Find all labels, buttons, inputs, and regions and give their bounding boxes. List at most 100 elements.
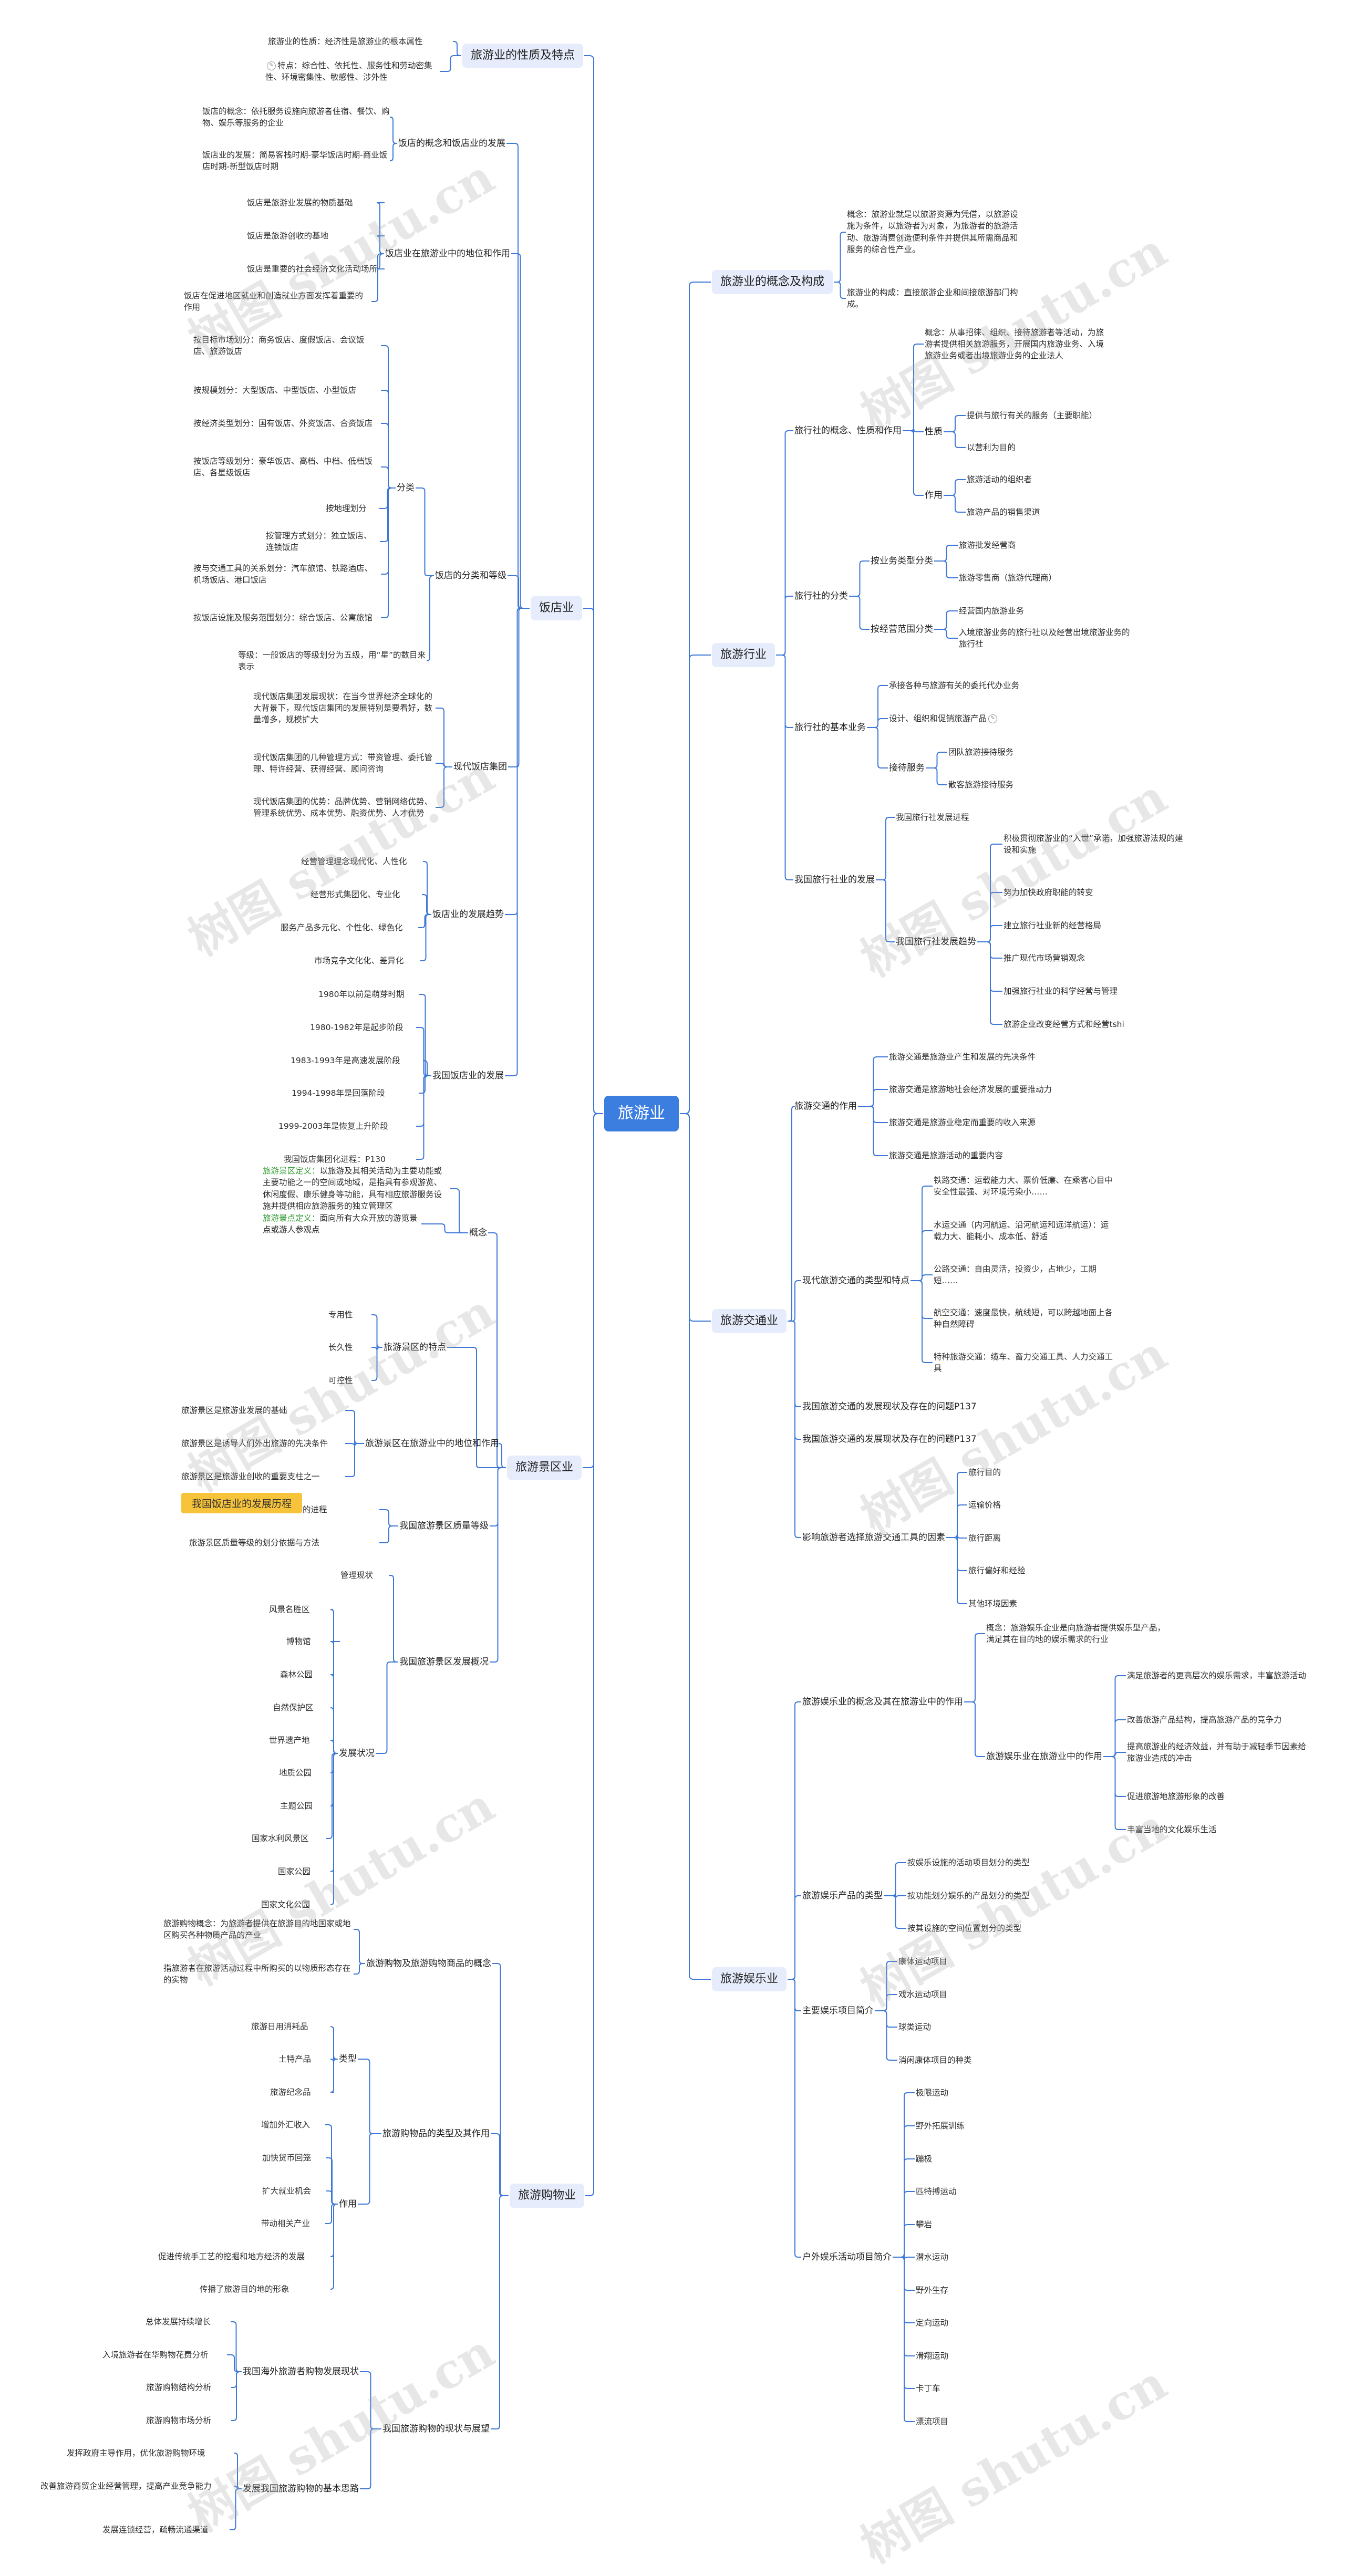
topic-l3a1[interactable]: 旅游景区定义：以旅游及其相关活动为主要功能或主要功能之一的空间或地域，是指具有参…: [263, 1165, 449, 1212]
topic-l2f2[interactable]: 1980-1982年是起步阶段: [310, 1022, 415, 1033]
topic-r4d[interactable]: 户外娱乐活动项目简介: [802, 2251, 892, 2264]
root-topic-root[interactable]: 旅游业: [604, 1096, 679, 1131]
topic-l3c[interactable]: 旅游景区在旅游业中的地位和作用: [365, 1437, 499, 1450]
topic-r2c1[interactable]: 承接各种与旅游有关的委托代办业务: [889, 680, 1057, 691]
topic-r2b2b[interactable]: 入境旅游业务的旅行社以及经营出境旅游业务的旅行社: [959, 627, 1137, 650]
topic-l4b[interactable]: 旅游购物品的类型及其作用: [382, 2127, 490, 2141]
topic-l4a1[interactable]: 旅游购物概念：为旅游者提供在旅游目的地国家或地区购买各种物质产品的产业: [163, 1918, 353, 1941]
branch-topic-l2[interactable]: 饭店业: [531, 596, 583, 620]
topic-l4b2e[interactable]: 促进传统手工艺的挖掘和地方经济的发展: [158, 2251, 332, 2262]
topic-l4b2d[interactable]: 带动相关产业: [261, 2218, 324, 2229]
branch-topic-r2[interactable]: 旅游行业: [712, 643, 775, 667]
topic-l4c1d[interactable]: 旅游购物市场分析: [146, 2415, 230, 2426]
topic-l2d[interactable]: 现代饭店集团: [453, 761, 507, 774]
topic-r3d[interactable]: 我国旅游交通的发展现状及存在的问题P137: [802, 1433, 977, 1446]
topic-r3b3[interactable]: 公路交通：自由灵活，投资少，占地少，工期短……: [934, 1263, 1115, 1287]
topic-l4b2f[interactable]: 传播了旅游目的地的形象: [200, 2283, 331, 2295]
topic-r4d10[interactable]: 卡丁车: [916, 2383, 995, 2394]
topic-l2f4[interactable]: 1994-1998年是回落阶段: [292, 1087, 418, 1099]
topic-r3e5[interactable]: 其他环境因素: [968, 1598, 1063, 1609]
topic-l3a[interactable]: 概念: [469, 1227, 487, 1240]
topic-r2b[interactable]: 旅行社的分类: [794, 590, 848, 603]
topic-r1b[interactable]: 旅游业的构成：直接旅游企业和间接旅游部门构成。: [847, 287, 1026, 310]
topic-r2a[interactable]: 旅行社的概念、性质和作用: [794, 424, 902, 438]
topic-l2a[interactable]: 饭店的概念和饭店业的发展: [398, 137, 505, 150]
topic-r2a3b[interactable]: 旅游产品的销售渠道: [967, 506, 1072, 518]
topic-r2a2[interactable]: 性质: [925, 425, 943, 439]
topic-l3e2g[interactable]: 主题公园: [280, 1800, 333, 1812]
topic-l2a1[interactable]: 饭店的概念：依托服务设施向旅游者住宿、餐饮、购物、娱乐等服务的企业: [202, 106, 391, 129]
topic-l4c2c[interactable]: 发展连锁经营，疏畅流通渠道: [102, 2524, 229, 2536]
topic-l4c[interactable]: 我国旅游购物的现状与展望: [382, 2423, 490, 2436]
topic-r4a2b[interactable]: 改善旅游产品结构，提高旅游产品的竞争力: [1127, 1714, 1308, 1726]
topic-r4d5[interactable]: 攀岩: [916, 2219, 995, 2230]
topic-l3e2[interactable]: 发展状况: [339, 1747, 375, 1760]
topic-l1a[interactable]: 旅游业的性质：经济性是旅游业的根本属性: [268, 36, 452, 47]
topic-r2a2b[interactable]: 以营利为目的: [967, 442, 1072, 453]
topic-r3a[interactable]: 旅游交通的作用: [794, 1100, 857, 1113]
topic-l2c1c[interactable]: 按经济类型划分：国有饭店、外资饭店、合资饭店: [193, 418, 380, 429]
topic-r3b[interactable]: 现代旅游交通的类型和特点: [802, 1274, 909, 1287]
topic-r2d2d[interactable]: 推广现代市场营销观念: [1003, 952, 1161, 964]
topic-l2e2[interactable]: 经营形式集团化、专业化: [311, 889, 421, 900]
topic-r4c3[interactable]: 球类运动: [898, 2021, 1003, 2033]
topic-l2c1h[interactable]: 按饭店设施及服务范围划分：综合饭店、公寓旅馆: [193, 612, 380, 624]
topic-r2d[interactable]: 我国旅行社业的发展: [794, 874, 875, 887]
topic-l2e4[interactable]: 市场竞争文化化、差异化: [314, 955, 419, 967]
topic-l4c1[interactable]: 我国海外旅游者购物发展现状: [243, 2365, 359, 2378]
topic-l2d2[interactable]: 现代饭店集团的几种管理方式：带资管理、委托管理、特许经营、获得经营、顾问咨询: [253, 752, 434, 775]
comment-icon[interactable]: ✎: [988, 714, 998, 723]
topic-l2f5[interactable]: 1999-2003年是恢复上升阶段: [278, 1120, 415, 1132]
topic-l3e2e[interactable]: 世界遗产地: [269, 1734, 332, 1746]
topic-r4c[interactable]: 主要娱乐项目简介: [802, 2004, 874, 2018]
topic-l3e2d[interactable]: 自然保护区: [273, 1702, 330, 1713]
topic-l2c1d[interactable]: 按饭店等级划分：豪华饭店、高档、中档、低档饭店、各星级饭店: [193, 455, 380, 479]
topic-l2c1e[interactable]: 按地理划分: [326, 503, 378, 514]
topic-l3a2[interactable]: 旅游景点定义：面向所有大众开放的游览景点或游人参观点: [263, 1212, 420, 1236]
topic-l3e2i[interactable]: 国家公园: [278, 1866, 330, 1877]
topic-r4b2[interactable]: 按功能划分娱乐的产品划分的类型: [907, 1890, 1075, 1902]
topic-r4b[interactable]: 旅游娱乐产品的类型: [802, 1889, 883, 1903]
topic-r2b1a[interactable]: 旅游批发经营商: [959, 539, 1064, 551]
topic-r3a4[interactable]: 旅游交通是旅游活动的重要内容: [889, 1150, 1068, 1161]
topic-l1b[interactable]: ✎特点：综合性、依托性、服务性和劳动密集性、环境密集性、敏感性、涉外性: [265, 60, 439, 84]
branch-topic-l4[interactable]: 旅游购物业: [510, 2184, 585, 2208]
topic-r2d2f[interactable]: 旅游企业改变经营方式和经营tshi: [1003, 1019, 1161, 1030]
topic-r3e2[interactable]: 运输价格: [968, 1499, 1047, 1511]
topic-r2d1[interactable]: 我国旅行社发展进程: [896, 812, 1022, 823]
topic-l3b3[interactable]: 可控性: [328, 1375, 370, 1386]
topic-r4d8[interactable]: 定向运动: [916, 2317, 995, 2329]
topic-r4a2a[interactable]: 满足旅游者的更高层次的娱乐需求，丰富旅游活动: [1127, 1670, 1308, 1681]
topic-r3c[interactable]: 我国旅游交通的发展现状及存在的问题P137: [802, 1400, 977, 1414]
topic-r3a3[interactable]: 旅游交通是旅游业稳定而重要的收入来源: [889, 1117, 1068, 1128]
topic-l2f3[interactable]: 1983-1993年是高速发展阶段: [291, 1055, 422, 1066]
topic-l4b2b[interactable]: 加快货币回笼: [262, 2152, 325, 2164]
topic-r4a[interactable]: 旅游娱乐业的概念及其在旅游业中的作用: [802, 1696, 963, 1709]
topic-r4a2d[interactable]: 促进旅游地旅游形象的改善: [1127, 1791, 1285, 1802]
topic-l3e2j[interactable]: 国家文化公园: [261, 1899, 329, 1910]
topic-r2d2c[interactable]: 建立旅行社业新的经营格局: [1003, 920, 1161, 931]
topic-r2d2a[interactable]: 积极贯彻旅游业的“入世”承诺，加强旅游法规的建设和实施: [1003, 833, 1185, 856]
topic-l3e[interactable]: 我国旅游景区发展概况: [399, 1656, 489, 1669]
topic-l2c[interactable]: 饭店的分类和等级: [435, 569, 506, 583]
topic-l2b4[interactable]: 饭店在促进地区就业和创造就业方面发挥着重要的作用: [184, 290, 370, 314]
topic-l3c1[interactable]: 旅游景区是旅游业发展的基础: [181, 1405, 344, 1416]
topic-l4b1a[interactable]: 旅游日用消耗品: [251, 2021, 330, 2032]
topic-l3b[interactable]: 旅游景区的特点: [384, 1341, 446, 1354]
topic-r3b2[interactable]: 水运交通（内河航运、沿河航运和远洋航运）：运载力大、能耗小、成本低、舒适: [934, 1219, 1115, 1243]
topic-r2b2a[interactable]: 经营国内旅游业务: [959, 605, 1064, 617]
topic-r4d9[interactable]: 滑翔运动: [916, 2350, 995, 2362]
topic-l4c2b[interactable]: 改善旅游商贸企业经营管理，提高产业竞争能力: [40, 2480, 235, 2492]
topic-l4b1[interactable]: 类型: [339, 2053, 357, 2066]
topic-r4a2[interactable]: 旅游娱乐业在旅游业中的作用: [986, 1750, 1102, 1763]
topic-r2b2[interactable]: 按经营范围分类: [871, 623, 933, 636]
topic-l2e1[interactable]: 经营管理理念现代化、人性化: [301, 856, 422, 867]
topic-r2c2[interactable]: 设计、组织和促销旅游产品✎: [889, 713, 1057, 724]
topic-l4c1b[interactable]: 入境旅游者在华购物花费分析: [102, 2349, 226, 2361]
topic-r3e3[interactable]: 旅行距离: [968, 1532, 1047, 1544]
topic-r4d7[interactable]: 野外生存: [916, 2284, 995, 2296]
topic-l3e2c[interactable]: 森林公园: [280, 1669, 333, 1680]
topic-l3b2[interactable]: 长久性: [328, 1342, 370, 1353]
branch-topic-r3[interactable]: 旅游交通业: [712, 1309, 787, 1333]
topic-l4a[interactable]: 旅游购物及旅游购物商品的概念: [366, 1957, 491, 1970]
